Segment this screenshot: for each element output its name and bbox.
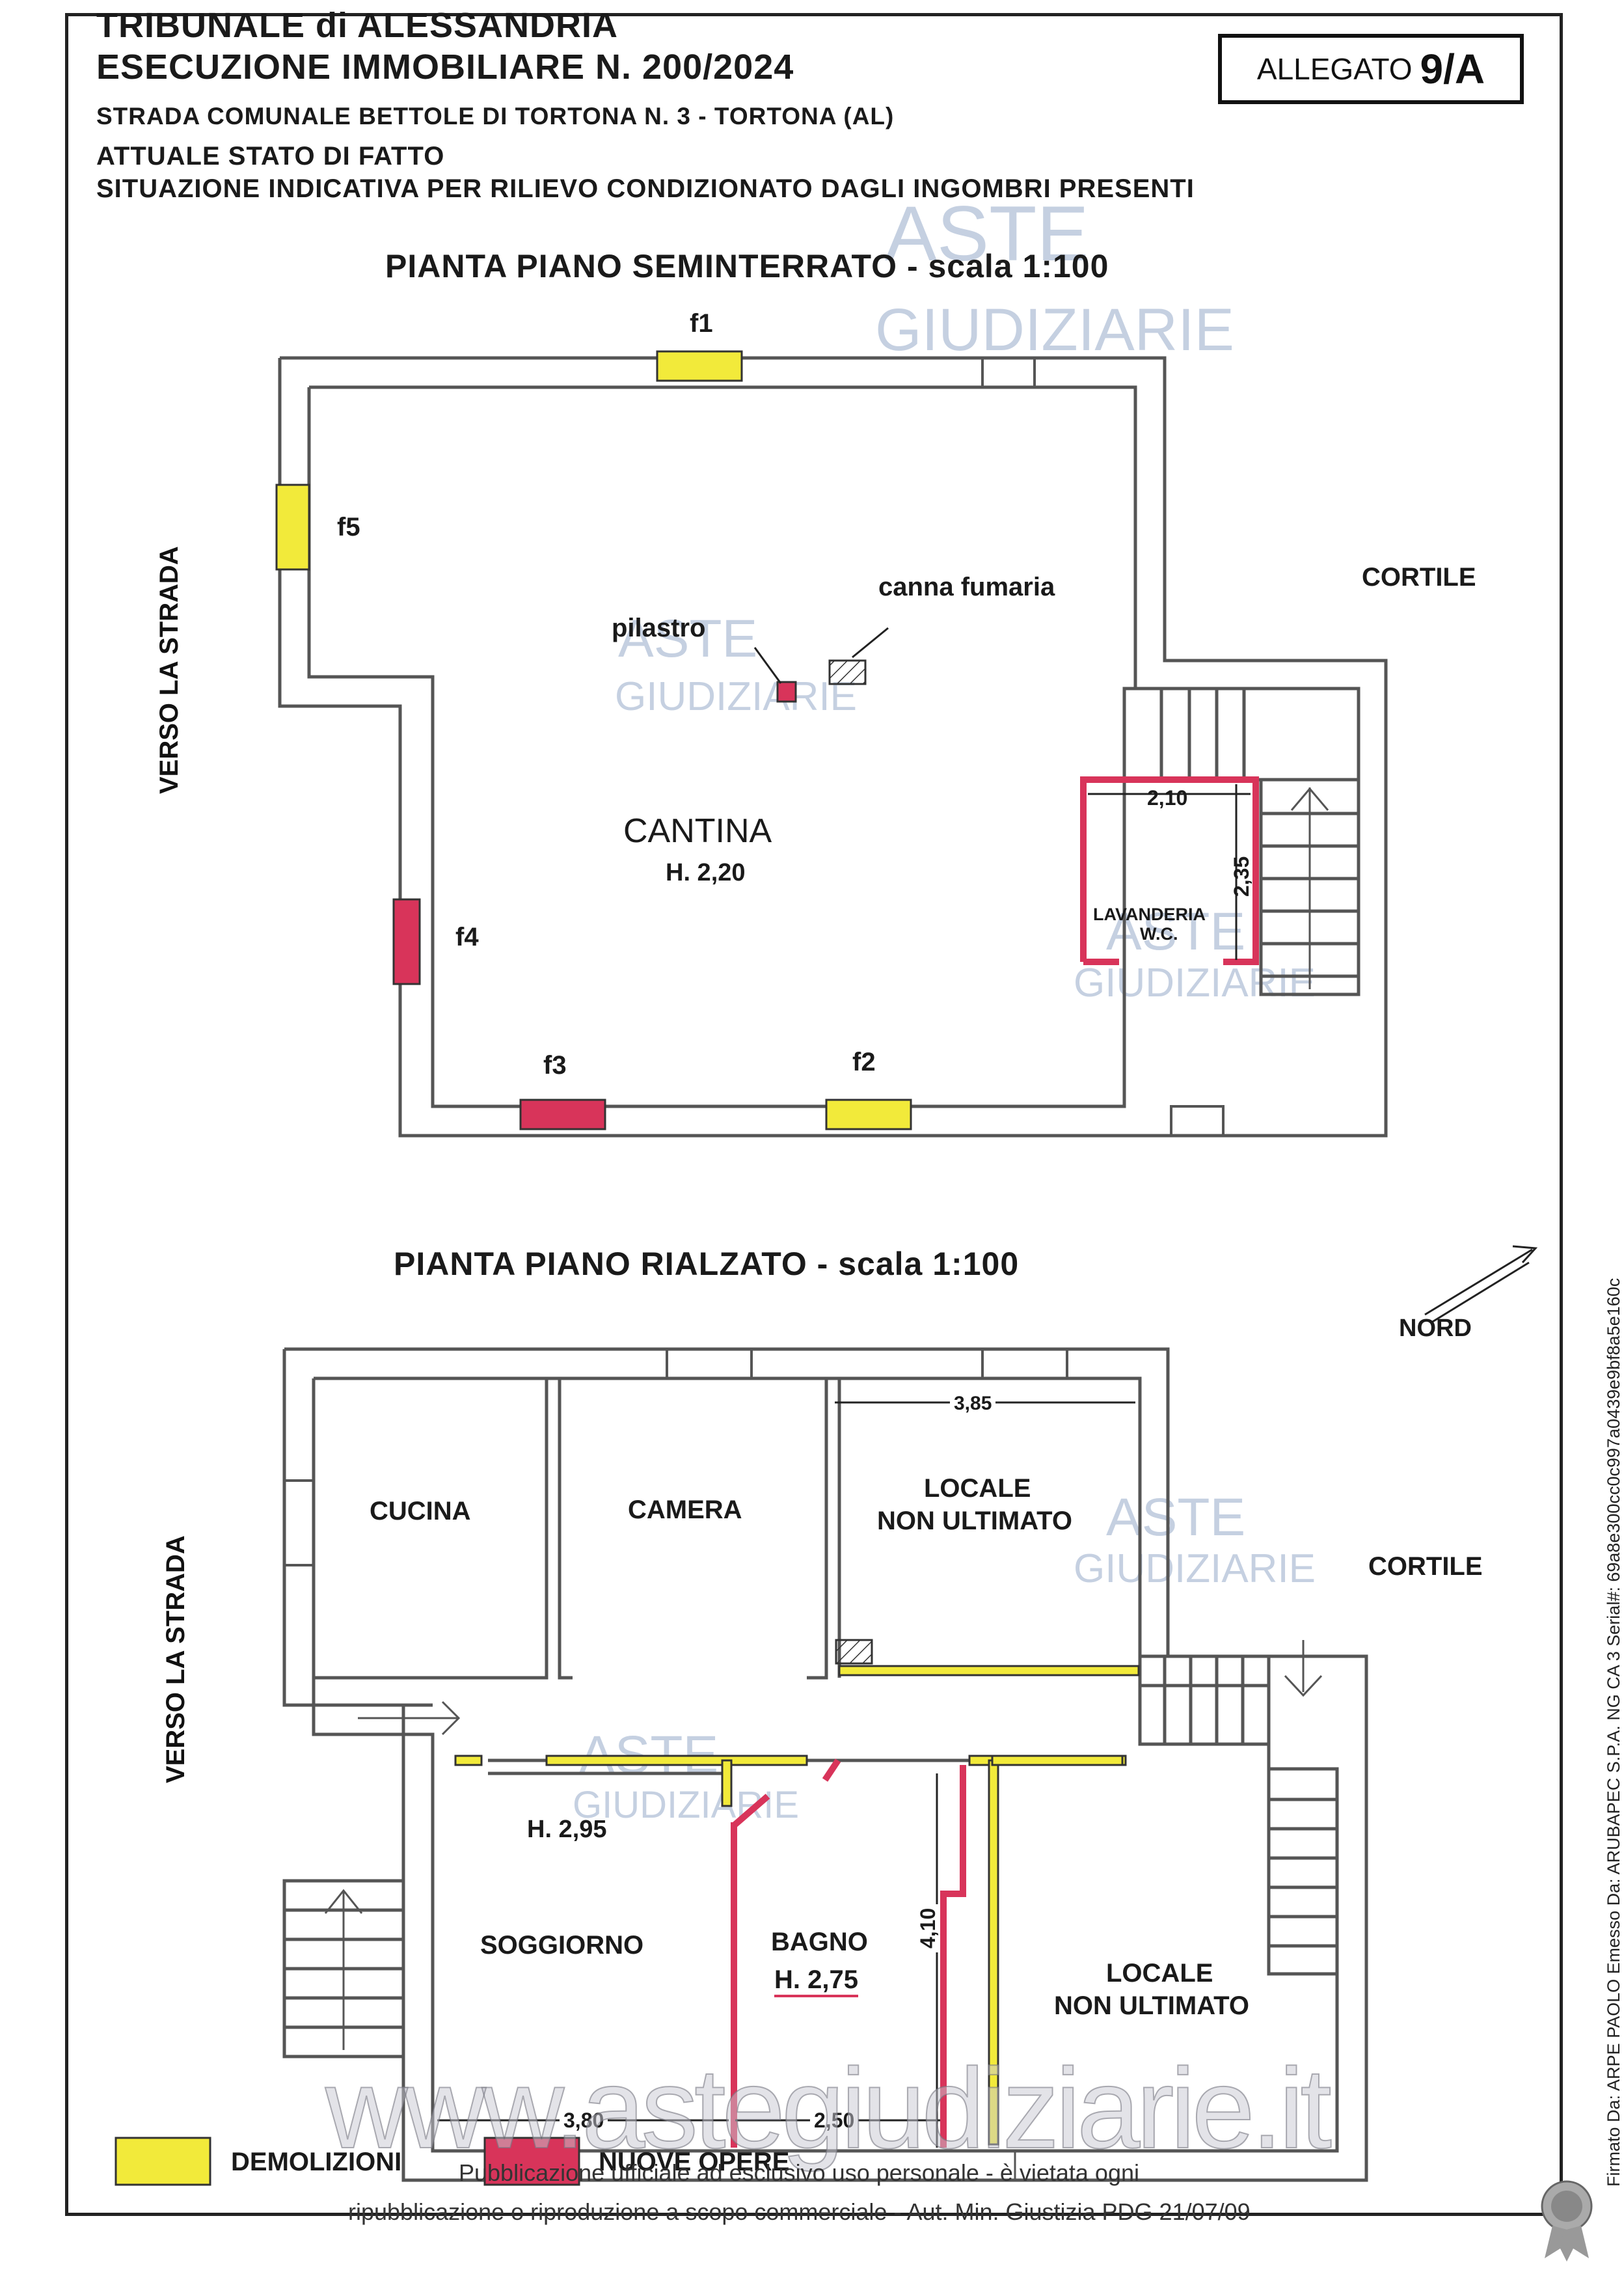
basement-title: PIANTA PIANO SEMINTERRATO - scala 1:100 xyxy=(385,248,1109,284)
allegato-number: 9/A xyxy=(1420,46,1485,92)
label-f5: f5 xyxy=(337,513,360,541)
dimension-410: 4,10 xyxy=(916,1904,940,1952)
cantina-height: H. 2,20 xyxy=(666,859,746,886)
watermark-giudiziarie: GIUDIZIARIE xyxy=(1074,961,1316,1005)
procedure-title: ESECUZIONE IMMOBILIARE N. 200/2024 xyxy=(96,48,794,87)
pilastro-label: pilastro xyxy=(612,614,706,642)
survey-note: SITUAZIONE INDICATIVA PER RILIEVO CONDIZ… xyxy=(96,174,1195,203)
footer-line-1: Pubblicazione ufficiale ad esclusivo uso… xyxy=(459,2159,1139,2186)
label-f3: f3 xyxy=(543,1051,567,1080)
demolition-f1 xyxy=(656,350,743,382)
main-height: H. 2,95 xyxy=(527,1816,607,1843)
allegato-box: ALLEGATO 9/A xyxy=(1218,34,1524,104)
room-locale-1-line2: NON ULTIMATO xyxy=(877,1507,1072,1535)
room-soggiorno: SOGGIORNO xyxy=(480,1931,644,1960)
basement-inner-wall xyxy=(307,385,1137,1108)
room-locale-1-line1: LOCALE xyxy=(924,1474,1031,1503)
north-arrow-icon xyxy=(1424,1245,1538,1324)
seal-icon xyxy=(1541,2180,1593,2262)
room-locale-2-line1: LOCALE xyxy=(1106,1959,1213,1988)
ground-right-stair xyxy=(1138,1654,1271,1746)
basement-stair-flight xyxy=(1259,778,1360,996)
bagno-height: H. 2,75 xyxy=(774,1965,858,1997)
court-title: TRIBUNALE di ALESSANDRIA xyxy=(96,6,618,45)
watermark-aste: ASTE xyxy=(1106,1488,1246,1547)
dimension-380: 3,80 xyxy=(560,2109,608,2133)
verso-strada-label: VERSO LA STRADA xyxy=(155,546,183,794)
digital-signature: Firmato Da: ARPE PAOLO Emesso Da: ARUBAP… xyxy=(1604,1278,1623,2187)
room-cantina: CANTINA xyxy=(623,812,772,850)
state-line: ATTUALE STATO DI FATTO xyxy=(96,142,445,171)
nord-label: NORD xyxy=(1399,1315,1472,1342)
label-f1: f1 xyxy=(690,309,713,338)
ground-floor-title: PIANTA PIANO RIALZATO - scala 1:100 xyxy=(394,1246,1020,1282)
watermark-aste: ASTE xyxy=(618,609,758,668)
basement-outer-wall xyxy=(278,356,1388,1138)
verso-strada-label-ground: VERSO LA STRADA xyxy=(161,1535,190,1783)
page-frame xyxy=(65,13,1563,2216)
legend-magenta xyxy=(483,2137,580,2186)
cortile-label-ground: CORTILE xyxy=(1368,1552,1483,1581)
room-bagno: BAGNO xyxy=(771,1928,868,1956)
label-f2: f2 xyxy=(852,1048,876,1076)
watermark-giudiziarie: GIUDIZIARIE xyxy=(875,297,1235,363)
camera-wall xyxy=(807,1378,828,1680)
dimension-385: 3,85 xyxy=(950,1393,996,1415)
room-camera: CAMERA xyxy=(628,1496,742,1524)
watermark-aste: ASTE xyxy=(1106,902,1246,961)
watermark-giudiziarie: GIUDIZIARIE xyxy=(615,674,858,719)
room-wc: W.C. xyxy=(1140,924,1178,944)
lavanderia-depth: 2,35 xyxy=(1230,856,1253,897)
kitchen-wall xyxy=(314,1378,548,1680)
label-f4: f4 xyxy=(455,923,479,951)
canna-box xyxy=(828,659,867,685)
canna-fumaria-label: canna fumaria xyxy=(878,573,1055,601)
demolition-f2 xyxy=(825,1099,912,1130)
new-opening-f4 xyxy=(392,898,421,985)
legend-nuove-opere: NUOVE OPERE xyxy=(599,2148,790,2176)
watermark-giudiziarie: GIUDIZIARIE xyxy=(1074,1546,1316,1591)
watermark-aste: ASTE xyxy=(885,190,1089,277)
demolition-f5 xyxy=(275,484,310,571)
new-opening-f3 xyxy=(519,1099,606,1130)
basement-stair-landing xyxy=(1122,687,1360,782)
address-line: STRADA COMUNALE BETTOLE DI TORTONA N. 3 … xyxy=(96,103,895,130)
footer-line-2: ripubblicazione o riproduzione a scopo c… xyxy=(348,2198,1251,2225)
cortile-label: CORTILE xyxy=(1362,563,1476,592)
legend-yellow xyxy=(115,2137,211,2186)
legend-demolizioni: DEMOLIZIONI xyxy=(231,2148,402,2176)
lavanderia-width: 2,10 xyxy=(1147,786,1188,810)
allegato-label: ALLEGATO xyxy=(1256,52,1413,86)
room-lavanderia: LAVANDERIA xyxy=(1093,905,1206,924)
dimension-250: 2,50 xyxy=(810,2109,859,2133)
pilastro-box xyxy=(776,681,797,703)
room-locale-2-line2: NON ULTIMATO xyxy=(1054,1991,1249,2020)
room-cucina: CUCINA xyxy=(370,1497,471,1525)
site-watermark: www.astegiudiziarie.it xyxy=(325,2045,1333,2173)
